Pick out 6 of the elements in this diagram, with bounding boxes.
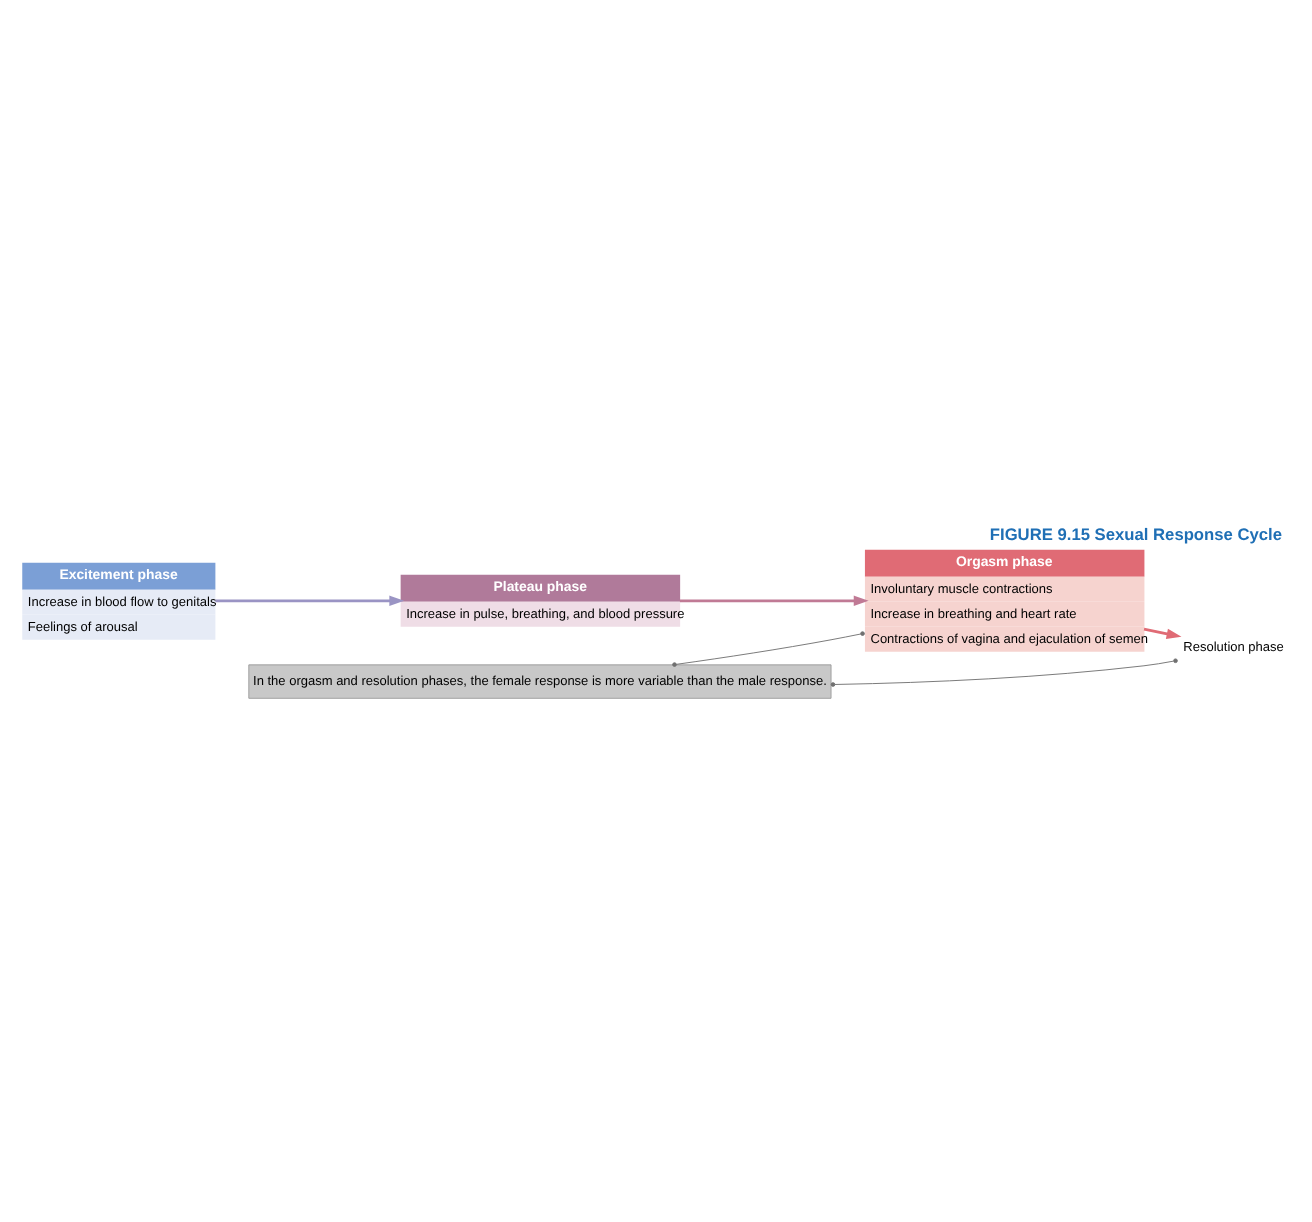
diagram-title: FIGURE 9.15 Sexual Response Cycle bbox=[989, 523, 1282, 544]
arrow bbox=[1143, 627, 1182, 639]
connector bbox=[672, 631, 865, 667]
arrow bbox=[215, 595, 405, 606]
arrow bbox=[679, 595, 869, 606]
connector bbox=[830, 658, 1178, 687]
